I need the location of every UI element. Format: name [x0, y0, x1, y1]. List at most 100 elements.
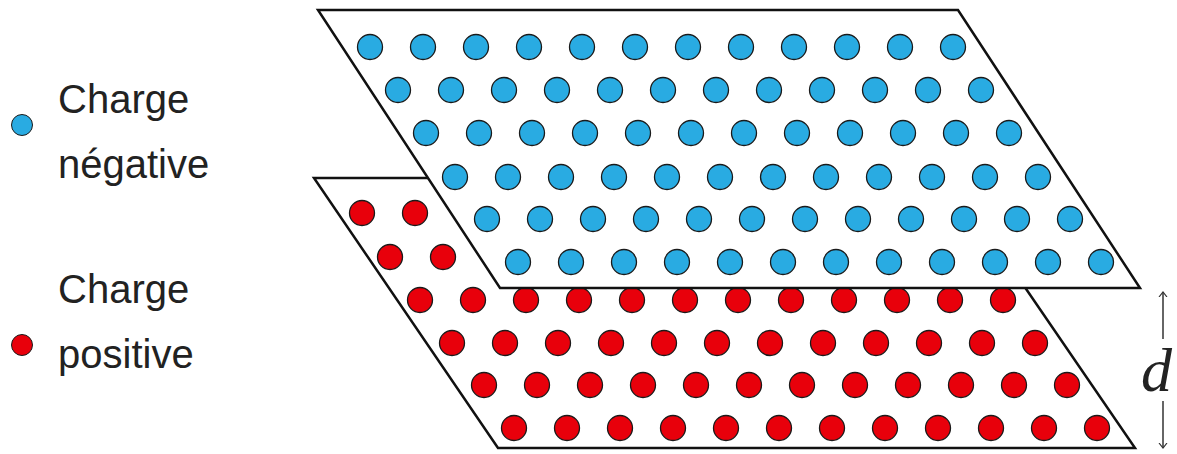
negative-charge [496, 165, 521, 190]
negative-charge [846, 207, 871, 232]
negative-charge [973, 165, 998, 190]
negative-charge [785, 121, 810, 146]
positive-charge [949, 373, 974, 398]
positive-charge [514, 288, 539, 313]
positive-charge [631, 373, 656, 398]
negative-charge [464, 35, 489, 60]
negative-charge [810, 78, 835, 103]
negative-charge [888, 35, 913, 60]
negative-charge [814, 165, 839, 190]
negative-charge [930, 250, 955, 275]
positive-charge [917, 331, 942, 356]
positive-charge [472, 373, 497, 398]
positive-charge [567, 288, 592, 313]
negative-charge [824, 250, 849, 275]
positive-charge [714, 416, 739, 441]
negative-charge [492, 78, 517, 103]
negative-charge [414, 121, 439, 146]
positive-charge [502, 416, 527, 441]
negative-charge [732, 121, 757, 146]
negative-charge [467, 121, 492, 146]
positive-charge [1032, 416, 1057, 441]
positive-charge [1002, 373, 1027, 398]
negative-charge [443, 165, 468, 190]
positive-charge [864, 331, 889, 356]
positive-charge [652, 331, 677, 356]
negative-charge [612, 250, 637, 275]
positive-charge [546, 331, 571, 356]
positive-charge [767, 416, 792, 441]
negative-charge [506, 250, 531, 275]
negative-plate [318, 10, 1140, 288]
positive-charge [896, 373, 921, 398]
negative-charge [679, 121, 704, 146]
negative-charge [793, 207, 818, 232]
negative-charge [916, 78, 941, 103]
positive-charge [684, 373, 709, 398]
negative-charge [708, 165, 733, 190]
negative-charge [782, 35, 807, 60]
negative-charge [528, 207, 553, 232]
negative-charge [1036, 250, 1061, 275]
negative-charge [761, 165, 786, 190]
positive-charge [431, 245, 456, 270]
positive-charge [408, 288, 433, 313]
negative-charge [969, 78, 994, 103]
positive-charge [1055, 373, 1080, 398]
positive-charge [673, 288, 698, 313]
negative-charge [718, 250, 743, 275]
positive-charge [843, 373, 868, 398]
negative-charge [771, 250, 796, 275]
positive-charge [779, 288, 804, 313]
positive-charge [578, 373, 603, 398]
negative-charge [602, 165, 627, 190]
positive-charge [661, 416, 686, 441]
negative-charge [997, 121, 1022, 146]
distance-label: d [1140, 339, 1173, 401]
negative-charge [570, 35, 595, 60]
positive-charge [926, 416, 951, 441]
positive-charge [599, 331, 624, 356]
negative-charge [838, 121, 863, 146]
positive-charge [440, 331, 465, 356]
positive-charge [350, 201, 375, 226]
negative-charge [863, 78, 888, 103]
negative-charge [687, 207, 712, 232]
negative-charge [439, 78, 464, 103]
negative-charge [665, 250, 690, 275]
negative-charge [944, 121, 969, 146]
positive-charge [737, 373, 762, 398]
negative-charge [573, 121, 598, 146]
positive-charge [1023, 331, 1048, 356]
negative-charge [704, 78, 729, 103]
negative-charge [358, 35, 383, 60]
negative-charge [740, 207, 765, 232]
negative-charge [559, 250, 584, 275]
positive-charge [378, 245, 403, 270]
positive-charge [979, 416, 1004, 441]
negative-charge [626, 121, 651, 146]
negative-charge [952, 207, 977, 232]
negative-charge [549, 165, 574, 190]
positive-charge [403, 201, 428, 226]
positive-charge [938, 288, 963, 313]
positive-charge [555, 416, 580, 441]
positive-charge [705, 331, 730, 356]
positive-charge [1085, 416, 1110, 441]
negative-charge [1026, 165, 1051, 190]
positive-charge [873, 416, 898, 441]
negative-charge [598, 78, 623, 103]
negative-charge [899, 207, 924, 232]
positive-charge [885, 288, 910, 313]
negative-charge [1005, 207, 1030, 232]
legend-swatch [11, 114, 33, 136]
negative-charge [634, 207, 659, 232]
negative-charge [623, 35, 648, 60]
positive-charge [832, 288, 857, 313]
legend-text: Charge négative [58, 67, 258, 197]
positive-charge [525, 373, 550, 398]
negative-charge [651, 78, 676, 103]
positive-charge [726, 288, 751, 313]
positive-charge [811, 331, 836, 356]
negative-charge [729, 35, 754, 60]
